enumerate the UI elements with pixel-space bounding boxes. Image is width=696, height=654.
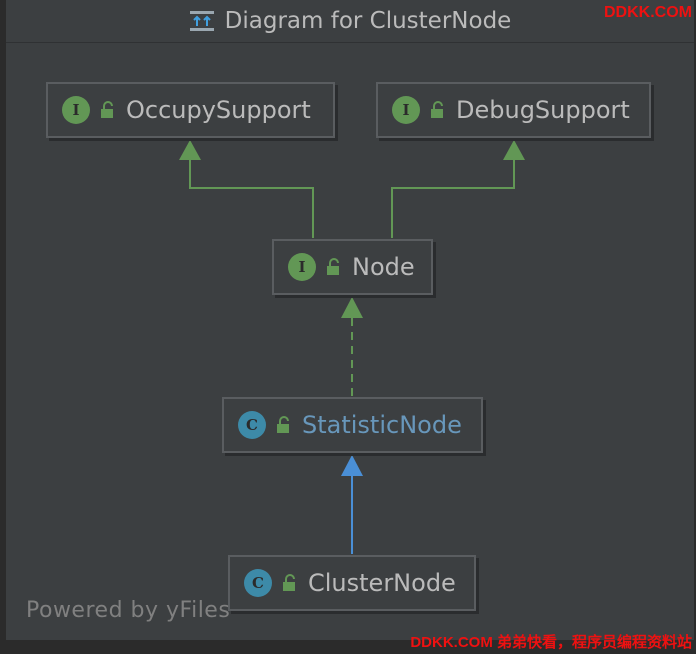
node-debugsupport[interactable]: I DebugSupport [376, 82, 651, 138]
node-occupysupport[interactable]: I OccupySupport [46, 82, 335, 138]
unlocked-icon [431, 101, 443, 118]
node-label: DebugSupport [456, 96, 630, 124]
watermark-bottom: DDKK.COM 弟弟快看，程序员编程资料站 [410, 634, 692, 651]
unlocked-icon [101, 101, 113, 118]
node-label: OccupySupport [126, 96, 311, 124]
interface-icon: I [62, 96, 90, 124]
diagram-icon [189, 11, 214, 31]
interface-icon: I [288, 253, 316, 281]
arrowhead-debug [503, 140, 525, 160]
edge-node-occupy [189, 156, 314, 238]
title-bar: Diagram for ClusterNode [6, 0, 694, 43]
unlocked-icon [327, 258, 339, 275]
edges-layer [179, 140, 525, 554]
arrowhead-statistic [341, 455, 363, 476]
interface-icon: I [392, 96, 420, 124]
unlocked-icon [283, 574, 295, 591]
window-title: Diagram for ClusterNode [224, 8, 512, 34]
arrowhead-node [341, 297, 363, 318]
diagram-window: Diagram for ClusterNode I OccupySupport [6, 0, 694, 640]
node-label: Node [352, 253, 415, 281]
node-clusternode[interactable]: C ClusterNode [228, 555, 476, 611]
node-label: ClusterNode [308, 569, 456, 597]
class-icon: C [238, 411, 266, 439]
powered-by-label: Powered by yFiles [26, 598, 231, 623]
diagram-canvas[interactable]: I OccupySupport I DebugSupport I Node [6, 43, 694, 640]
edge-node-debug [391, 156, 515, 238]
node-statisticnode[interactable]: C StatisticNode [222, 397, 483, 453]
class-icon: C [244, 569, 272, 597]
unlocked-icon [277, 416, 289, 433]
node-node[interactable]: I Node [272, 239, 433, 295]
watermark-top: DDKK.COM [604, 4, 692, 21]
node-label: StatisticNode [302, 411, 462, 439]
arrowhead-occupy [179, 140, 201, 160]
